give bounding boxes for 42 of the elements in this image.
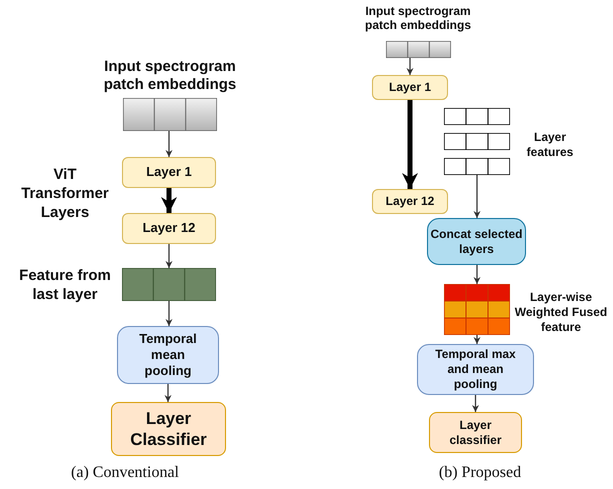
group-label: Layer features — [526, 130, 574, 160]
caption: (b) Proposed — [438, 463, 522, 483]
feature-bar — [444, 133, 510, 150]
feature-caption: Layer-wise Weighted Fused feature — [514, 290, 608, 335]
process-box — [117, 326, 219, 384]
box-label: Layer 1 — [388, 80, 432, 95]
arrow — [402, 100, 418, 189]
feature-bar — [444, 108, 510, 125]
embedding-heading: Input spectrogram patch embeddings — [102, 58, 238, 94]
classifier-box — [429, 412, 522, 453]
process-box — [417, 344, 534, 395]
feature-caption: Feature from last layer — [18, 266, 112, 304]
box-label: Layer Classifier — [129, 408, 208, 450]
arrow — [406, 58, 414, 75]
arrow — [474, 265, 480, 284]
arrow — [166, 244, 172, 268]
box-label: Temporal mean pooling — [138, 330, 198, 380]
box-label: Temporal max and mean pooling — [434, 347, 517, 392]
box-label: Layer 12 — [386, 194, 434, 209]
box-label: Layer classifier — [448, 418, 503, 448]
arrow — [161, 188, 177, 213]
feature-bar — [122, 268, 216, 301]
arrow — [166, 131, 172, 157]
arrow — [474, 335, 480, 344]
classifier-box — [111, 402, 226, 456]
arrow — [166, 301, 172, 326]
process-box — [427, 218, 526, 265]
arrow — [472, 395, 479, 412]
embedding-heading: Input spectrogram patch embeddings — [364, 4, 472, 32]
process-box — [122, 213, 216, 244]
box-label: Layer 12 — [142, 220, 196, 237]
process-box — [122, 157, 216, 188]
arrow — [164, 384, 172, 402]
caption: (a) Conventional — [70, 463, 180, 483]
box-label: Concat selected layers — [429, 226, 524, 256]
process-box — [372, 189, 448, 214]
heatmap-grid — [444, 284, 510, 335]
process-box — [372, 75, 448, 100]
box-label: Layer 1 — [146, 164, 192, 181]
group-label: ViT Transformer Layers — [20, 165, 110, 222]
feature-bar — [444, 158, 510, 175]
arrow — [474, 175, 480, 218]
